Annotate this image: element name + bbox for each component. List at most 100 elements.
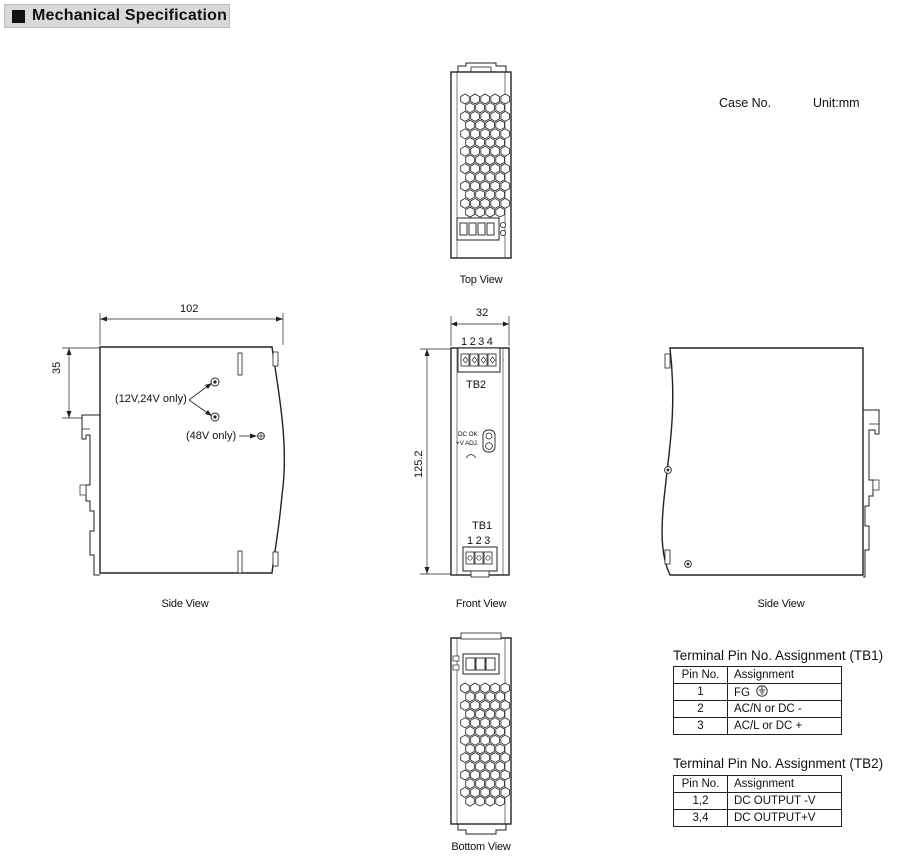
vent-hole bbox=[475, 778, 485, 790]
tb1-pin-table: Pin No. Assignment 1 FG 2 AC/N or DC - 3 bbox=[673, 666, 842, 735]
pin-cell: 3 bbox=[673, 717, 728, 735]
vent-hole bbox=[465, 154, 475, 166]
right-mount-hole-1 bbox=[664, 466, 672, 474]
table-row: 3,4 DC OUTPUT+V bbox=[673, 809, 842, 827]
vent-hole bbox=[500, 769, 510, 781]
vent-hole bbox=[485, 760, 495, 772]
vent-hole bbox=[475, 102, 485, 114]
vent-hole bbox=[490, 93, 500, 105]
vent-hole bbox=[500, 163, 510, 175]
vent-hole bbox=[490, 682, 500, 694]
vent-hole bbox=[465, 726, 475, 737]
vent-hole bbox=[465, 102, 475, 114]
vent-hole bbox=[485, 206, 495, 218]
vent-hole bbox=[500, 128, 510, 140]
vent-hole bbox=[465, 743, 475, 755]
pin-cell: 2 bbox=[673, 700, 728, 718]
header-pin-no: Pin No. bbox=[673, 666, 728, 684]
dim-width-label: 102 bbox=[180, 303, 199, 315]
vent-hole bbox=[495, 743, 505, 755]
right-mount-hole-2 bbox=[684, 560, 692, 568]
vent-hole bbox=[500, 180, 510, 192]
vent-hole bbox=[495, 171, 505, 183]
top-view-drawing bbox=[450, 62, 512, 259]
dc-ok-led bbox=[485, 432, 493, 440]
vent-hole bbox=[495, 206, 505, 218]
note-48v: (48V only) bbox=[186, 430, 237, 442]
vent-hole bbox=[470, 786, 480, 798]
left-side-body bbox=[99, 346, 286, 574]
vent-hole bbox=[460, 682, 470, 694]
vent-hole bbox=[475, 119, 485, 131]
section-header: Mechanical Specification bbox=[4, 4, 230, 28]
mount-hole-upper bbox=[210, 377, 220, 387]
vent-hole bbox=[460, 128, 470, 140]
vent-hole bbox=[470, 752, 480, 764]
vent-hole bbox=[485, 743, 495, 755]
vent-hole bbox=[475, 137, 485, 148]
vent-hole bbox=[480, 197, 490, 209]
vent-hole bbox=[485, 778, 495, 790]
vent-hole bbox=[500, 752, 510, 764]
vent-hole bbox=[475, 760, 485, 772]
vent-hole bbox=[480, 699, 490, 711]
vent-hole bbox=[500, 786, 510, 798]
header-assignment: Assignment bbox=[727, 775, 842, 793]
vent-hole bbox=[500, 93, 510, 105]
dim-height-35-label: 35 bbox=[51, 361, 63, 374]
bottom-view-vent-grid bbox=[460, 682, 510, 807]
vent-hole bbox=[480, 110, 490, 122]
assignment-cell: FG bbox=[727, 683, 842, 701]
vent-hole bbox=[475, 189, 485, 201]
vent-hole bbox=[470, 145, 480, 157]
tb2-table-title: Terminal Pin No. Assignment (TB2) bbox=[673, 756, 884, 771]
vent-hole bbox=[470, 163, 480, 175]
vent-hole bbox=[490, 752, 500, 764]
dim-front-height-label: 125.2 bbox=[413, 450, 425, 478]
vent-hole bbox=[475, 154, 485, 166]
assignment-text: FG bbox=[734, 687, 750, 699]
tb1-label: TB1 bbox=[472, 520, 493, 532]
vent-hole bbox=[495, 708, 505, 720]
right-side-view-caption: Side View bbox=[757, 598, 805, 610]
vent-hole bbox=[470, 128, 480, 140]
top-view-terminals bbox=[459, 222, 495, 236]
vent-hole bbox=[485, 154, 495, 166]
vent-hole bbox=[490, 180, 500, 192]
case-no-label: Case No. bbox=[719, 96, 772, 110]
tb1-screws bbox=[465, 551, 493, 565]
table-row: 2 AC/N or DC - bbox=[673, 700, 842, 718]
vent-hole bbox=[490, 163, 500, 175]
vent-hole bbox=[460, 734, 470, 746]
vent-hole bbox=[490, 128, 500, 140]
vent-hole bbox=[495, 795, 505, 807]
vent-hole bbox=[465, 171, 475, 183]
header-assignment: Assignment bbox=[727, 666, 842, 684]
assignment-cell: AC/N or DC - bbox=[727, 700, 842, 718]
table-row: 1,2 DC OUTPUT -V bbox=[673, 792, 842, 810]
section-title: Mechanical Specification bbox=[32, 7, 228, 24]
dc-ok-label: DC OK bbox=[458, 431, 478, 438]
vent-hole bbox=[500, 197, 510, 209]
vent-hole bbox=[460, 769, 470, 781]
vent-hole bbox=[475, 708, 485, 720]
vent-hole bbox=[475, 726, 485, 737]
vent-hole bbox=[470, 699, 480, 711]
vent-hole bbox=[460, 93, 470, 105]
vent-hole bbox=[465, 760, 475, 772]
right-side-body bbox=[661, 347, 864, 576]
vent-hole bbox=[475, 743, 485, 755]
dim-front-width-label: 32 bbox=[476, 307, 489, 319]
vent-hole bbox=[460, 717, 470, 729]
vent-hole bbox=[500, 717, 510, 729]
vent-hole bbox=[485, 171, 495, 183]
vent-hole bbox=[480, 786, 490, 798]
vent-hole bbox=[490, 717, 500, 729]
vent-hole bbox=[495, 154, 505, 166]
vent-hole bbox=[465, 795, 475, 807]
vent-hole bbox=[500, 682, 510, 694]
vent-hole bbox=[485, 708, 495, 720]
vent-hole bbox=[470, 769, 480, 781]
top-view-clip bbox=[457, 62, 507, 72]
top-view-led bbox=[500, 221, 507, 228]
